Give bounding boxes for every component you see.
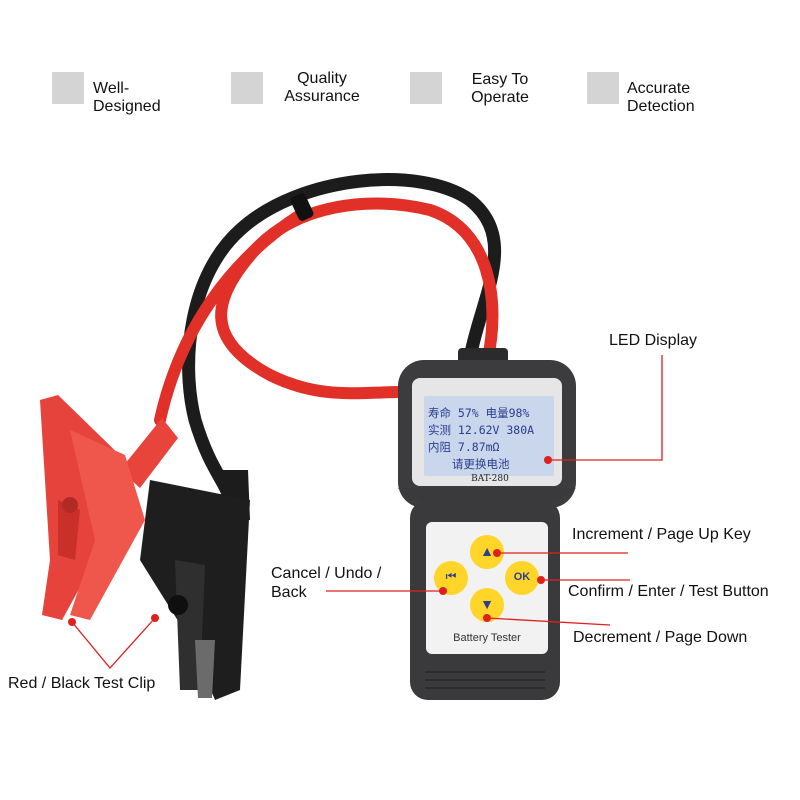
lcd-row-4: 请更换电池 bbox=[452, 457, 510, 471]
feature-label: Quality Assurance bbox=[272, 70, 372, 106]
lcd-screen bbox=[424, 396, 554, 476]
feature-icon-placeholder bbox=[410, 72, 442, 104]
feature-label-line2: Operate bbox=[471, 89, 529, 106]
up-arrow-icon: ▲ bbox=[480, 543, 494, 559]
confirm-label: Confirm / Enter / Test Button bbox=[568, 583, 769, 600]
red-test-clip bbox=[40, 395, 178, 620]
black-test-clip bbox=[140, 470, 250, 700]
feature-label-line1: Easy To bbox=[471, 71, 529, 88]
cancel-label-line1: Cancel / Undo / bbox=[271, 565, 382, 582]
black-cable bbox=[182, 173, 502, 507]
feature-icon-placeholder bbox=[231, 72, 263, 104]
feature-label: Accurate Detection bbox=[627, 80, 695, 115]
lcd-row-1: 寿命 57% 电量98% bbox=[428, 406, 530, 420]
up-button[interactable] bbox=[470, 535, 504, 569]
feature-label-line1: Quality bbox=[297, 70, 347, 87]
down-arrow-icon: ▼ bbox=[480, 596, 494, 612]
ok-button[interactable] bbox=[505, 561, 539, 595]
down-button[interactable] bbox=[470, 588, 504, 622]
feature-icon-placeholder bbox=[52, 72, 84, 104]
red-cable-to-clip bbox=[154, 209, 306, 426]
device-name-label: Battery Tester bbox=[453, 632, 521, 644]
decrement-label: Decrement / Page Down bbox=[573, 629, 748, 646]
callout-lines bbox=[71, 355, 663, 669]
led-display-label: LED Display bbox=[609, 332, 698, 349]
ok-icon: OK bbox=[513, 571, 531, 583]
lcd-row-3: 内阻 7.87mΩ bbox=[428, 440, 500, 454]
feature-label: Well-Designed bbox=[93, 80, 161, 115]
feature-icon-placeholder bbox=[587, 72, 619, 104]
cable-tie bbox=[290, 193, 314, 221]
lcd-row-2: 实测 12.62V 380A bbox=[428, 423, 535, 437]
back-button[interactable] bbox=[434, 561, 468, 595]
cancel-label: Cancel / Undo / Back bbox=[271, 564, 381, 602]
increment-label: Increment / Page Up Key bbox=[572, 526, 751, 543]
cancel-label-line2: Back bbox=[271, 584, 307, 601]
feature-label: Easy To Operate bbox=[455, 71, 545, 107]
feature-label-line2: Assurance bbox=[284, 88, 360, 105]
test-clip-label: Red / Black Test Clip bbox=[8, 675, 156, 692]
callout-dots bbox=[68, 456, 552, 626]
skip-back-icon: ⏮ bbox=[445, 569, 457, 583]
model-label: BAT-280 bbox=[471, 474, 509, 484]
